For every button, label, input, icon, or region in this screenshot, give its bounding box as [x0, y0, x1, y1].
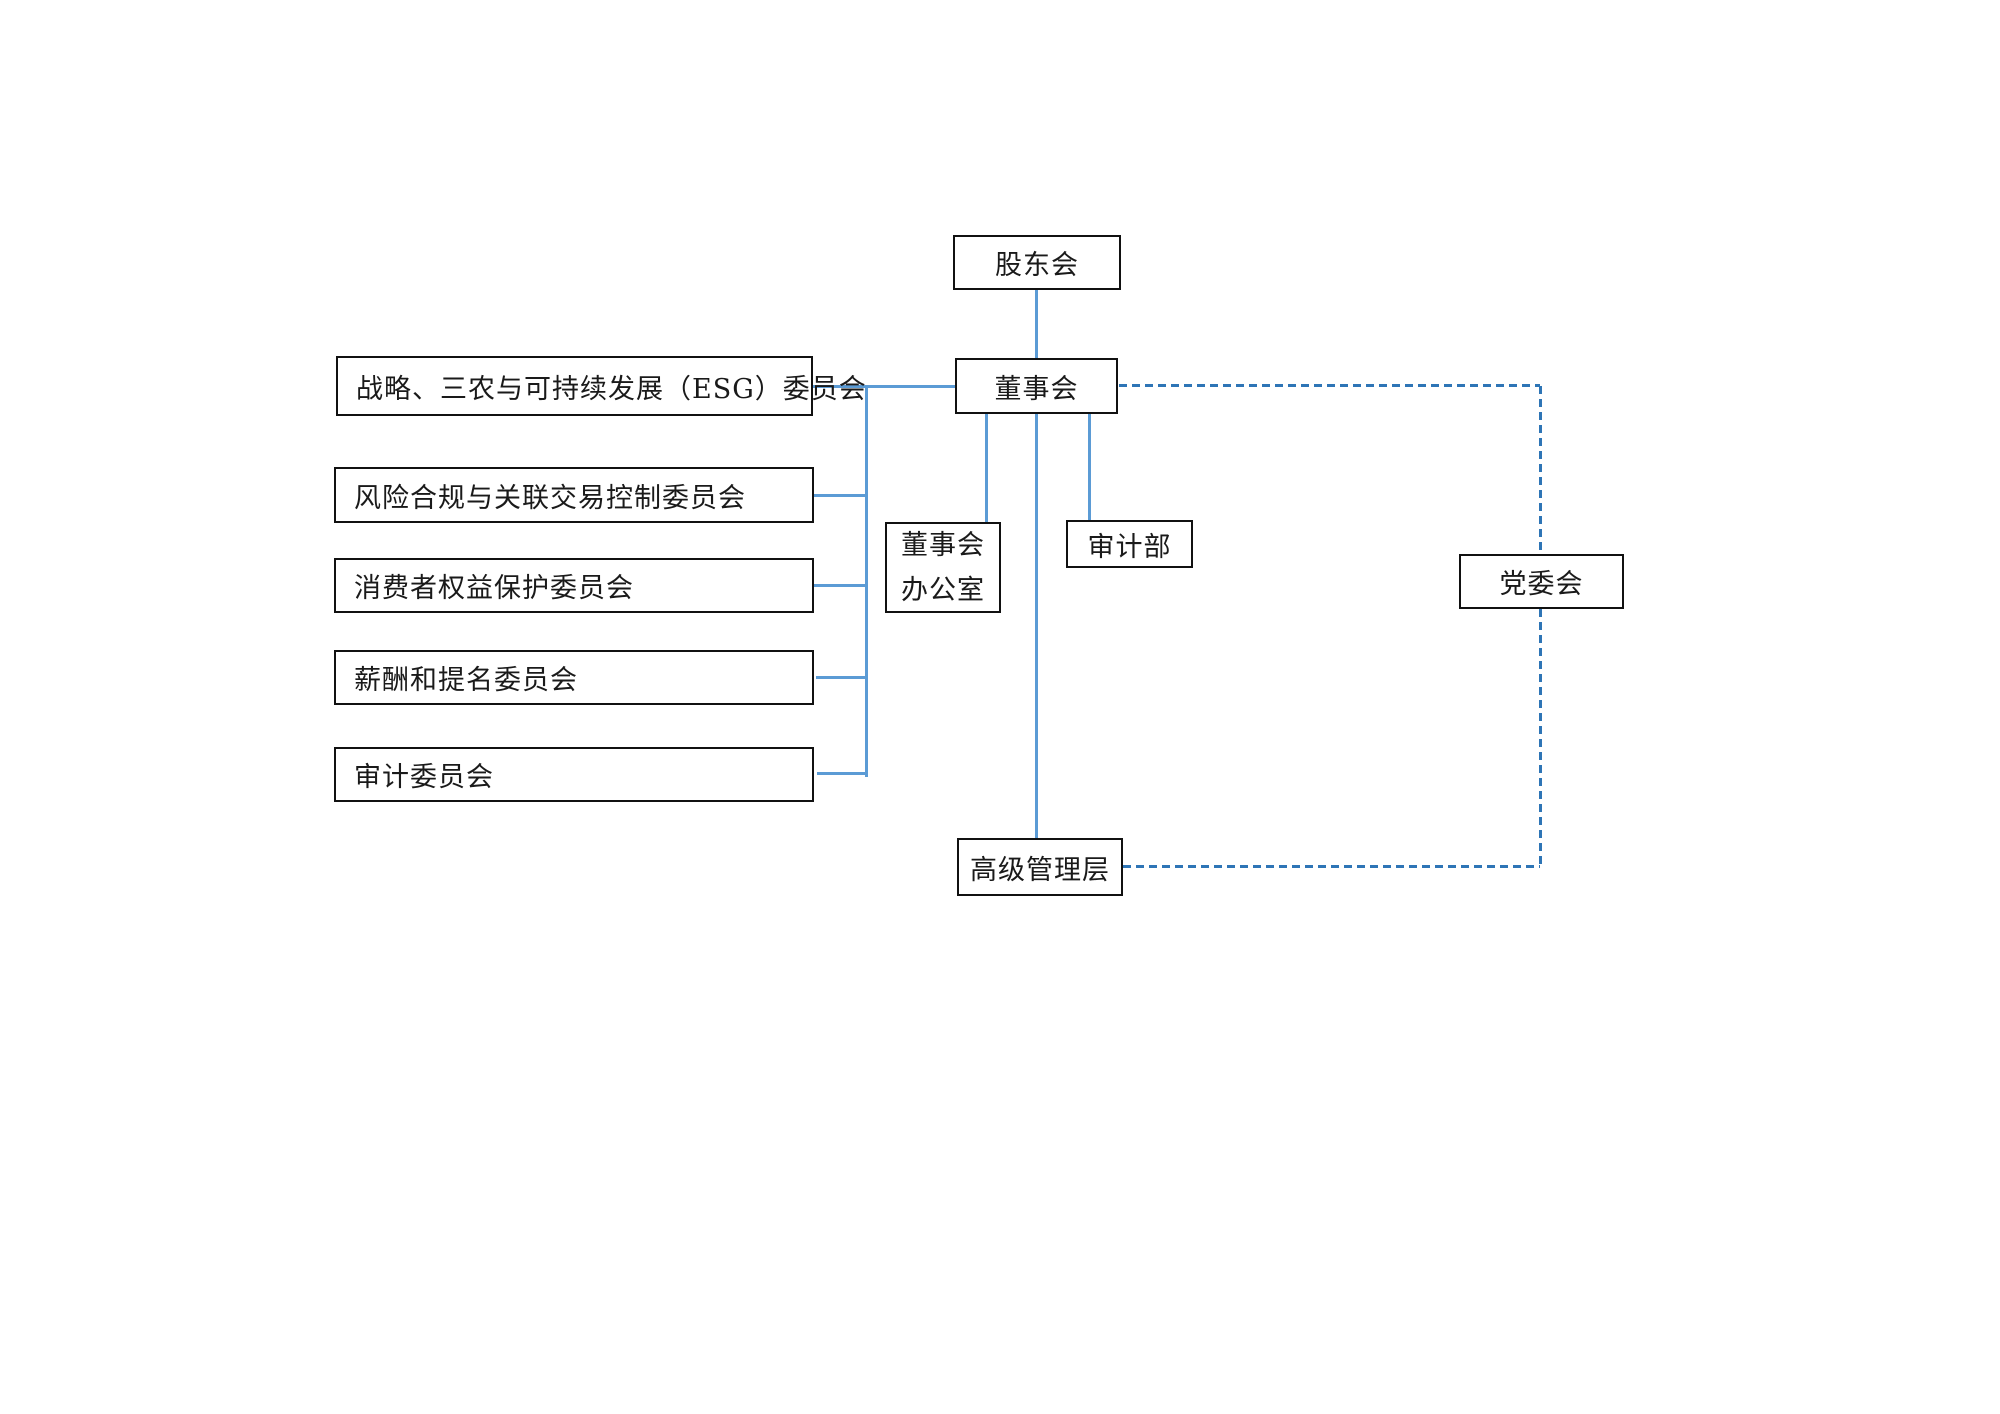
node-compensation-nomination-committee: 薪酬和提名委员会: [334, 650, 814, 705]
node-board-of-directors: 董事会: [955, 358, 1118, 414]
edge-board-senior-management: [1035, 414, 1038, 838]
node-party-committee: 党委会: [1459, 554, 1624, 609]
edge-risk-committee-connector: [813, 494, 868, 497]
edge-shareholders-board: [1035, 290, 1038, 358]
edge-board-esg-committee: [812, 385, 956, 388]
edge-board-party-dashed-horizontal: [1119, 384, 1540, 387]
edge-party-dashed-vertical-bottom: [1539, 609, 1542, 867]
edge-audit-committee-connector: [817, 772, 868, 775]
edge-board-audit-department: [1088, 414, 1091, 520]
edge-consumer-committee-connector: [814, 584, 868, 587]
node-board-office: 董事会 办公室: [885, 522, 1001, 613]
node-senior-management: 高级管理层: [957, 838, 1123, 896]
board-office-line1: 董事会: [901, 529, 985, 561]
edge-compensation-committee-connector: [816, 676, 868, 679]
node-shareholders-meeting: 股东会: [953, 235, 1121, 290]
node-audit-committee: 审计委员会: [334, 747, 814, 802]
board-office-line2: 办公室: [901, 574, 985, 606]
node-audit-department: 审计部: [1066, 520, 1193, 568]
node-risk-compliance-committee: 风险合规与关联交易控制委员会: [334, 467, 814, 523]
edge-party-dashed-vertical-top: [1539, 386, 1542, 554]
node-consumer-protection-committee: 消费者权益保护委员会: [334, 558, 814, 613]
edge-committee-collector: [865, 385, 868, 777]
edge-senior-party-dashed-horizontal: [1123, 865, 1540, 868]
node-esg-committee: 战略、三农与可持续发展（ESG）委员会: [336, 356, 866, 416]
edge-board-board-office: [985, 414, 988, 522]
